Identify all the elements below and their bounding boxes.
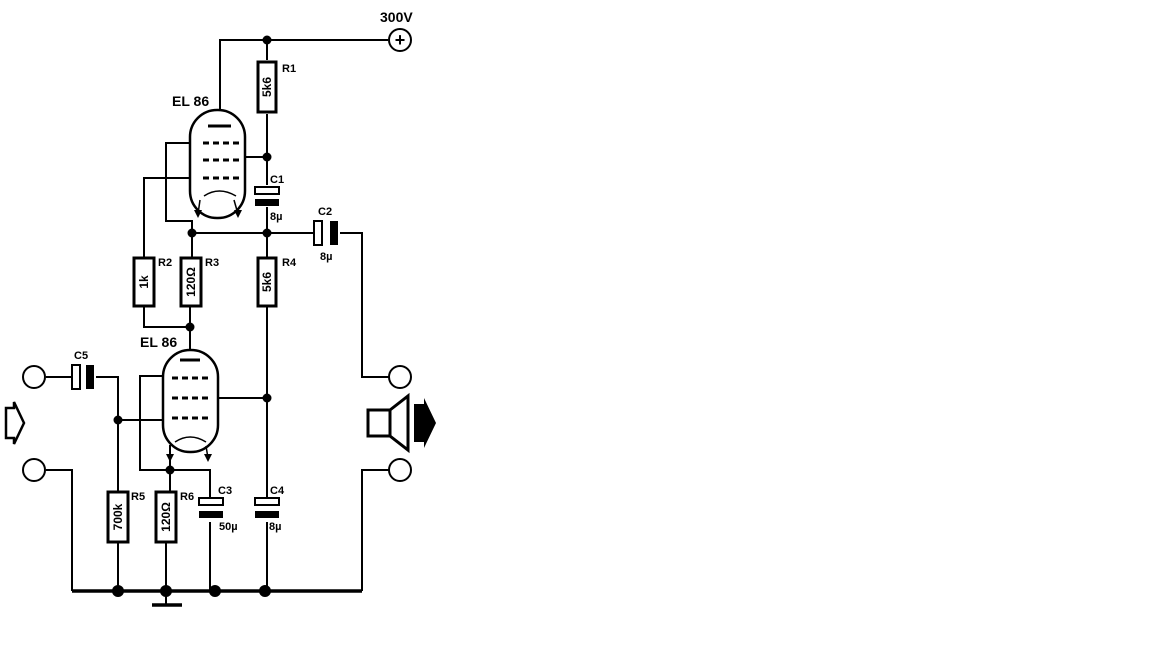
lower-tube-label: EL 86 — [140, 334, 177, 350]
output-terminal-icon — [388, 458, 412, 482]
c4-value: 8µ — [269, 521, 281, 533]
c4-ref: C4 — [270, 485, 285, 497]
junction-dot — [262, 393, 272, 403]
speaker-icon — [366, 392, 436, 454]
tube-envelope-icon — [188, 108, 247, 220]
plus-terminal-icon — [388, 28, 412, 52]
c5-ref: C5 — [74, 350, 88, 362]
r4-ref: R4 — [282, 257, 297, 269]
r2-value: 1k — [137, 275, 151, 289]
c3-ref: C3 — [218, 485, 232, 497]
capacitor-c5: C5 — [71, 350, 94, 390]
junction-dot — [262, 152, 272, 162]
c1-ref: C1 — [270, 174, 284, 186]
junction-dot — [262, 35, 272, 45]
resistor-r5: 700k R5 — [106, 490, 145, 544]
junction-dot — [165, 465, 175, 475]
input-arrow-icon — [4, 401, 26, 445]
c3-value: 50µ — [219, 521, 238, 533]
capacitor-c4: C4 8µ — [254, 485, 285, 533]
r3-value: 120Ω — [184, 267, 198, 297]
capacitor-c1: C1 8µ — [254, 174, 284, 223]
junction-dot — [112, 585, 124, 597]
r6-value: 120Ω — [159, 502, 173, 532]
resistor-r2: 1k R2 — [132, 256, 172, 308]
r4-value: 5k6 — [260, 272, 274, 292]
tube-envelope-icon — [161, 348, 220, 454]
output-terminal-icon — [388, 365, 412, 389]
resistor-r6: 120Ω R6 — [154, 490, 194, 544]
junction-dot — [209, 585, 221, 597]
junction-dot — [113, 415, 123, 425]
input-terminal-icon — [22, 458, 46, 482]
input-terminals — [4, 365, 46, 482]
r5-value: 700k — [111, 503, 125, 530]
c2-ref: C2 — [318, 206, 332, 218]
supply-polarity: + — [395, 30, 406, 50]
resistor-r4: 5k6 R4 — [256, 256, 297, 308]
r5-ref: R5 — [131, 491, 145, 503]
c2-value: 8µ — [320, 251, 332, 263]
r1-value: 5k6 — [260, 77, 274, 97]
junction-dot — [187, 228, 197, 238]
upper-tube-label: EL 86 — [172, 93, 209, 109]
supply-voltage-label: 300V — [380, 9, 413, 25]
lower-tube: EL 86 — [140, 334, 220, 462]
junction-dot — [185, 322, 195, 332]
input-terminal-icon — [22, 365, 46, 389]
resistor-r1: 5k6 R1 — [256, 60, 296, 114]
r2-ref: R2 — [158, 257, 172, 269]
output-terminals — [366, 365, 436, 482]
capacitor-c2: C2 8µ — [313, 206, 338, 263]
r6-ref: R6 — [180, 491, 194, 503]
r3-ref: R3 — [205, 257, 219, 269]
supply-terminal: + 300V — [380, 9, 413, 52]
r1-ref: R1 — [282, 63, 296, 75]
capacitor-c3: C3 50µ — [198, 485, 238, 533]
junction-dots — [112, 35, 272, 597]
junction-dot — [262, 228, 272, 238]
junction-dot — [160, 585, 172, 597]
upper-tube: EL 86 — [172, 93, 247, 220]
c1-value: 8µ — [270, 211, 282, 223]
junction-dot — [259, 585, 271, 597]
resistor-r3: 120Ω R3 — [179, 256, 219, 308]
